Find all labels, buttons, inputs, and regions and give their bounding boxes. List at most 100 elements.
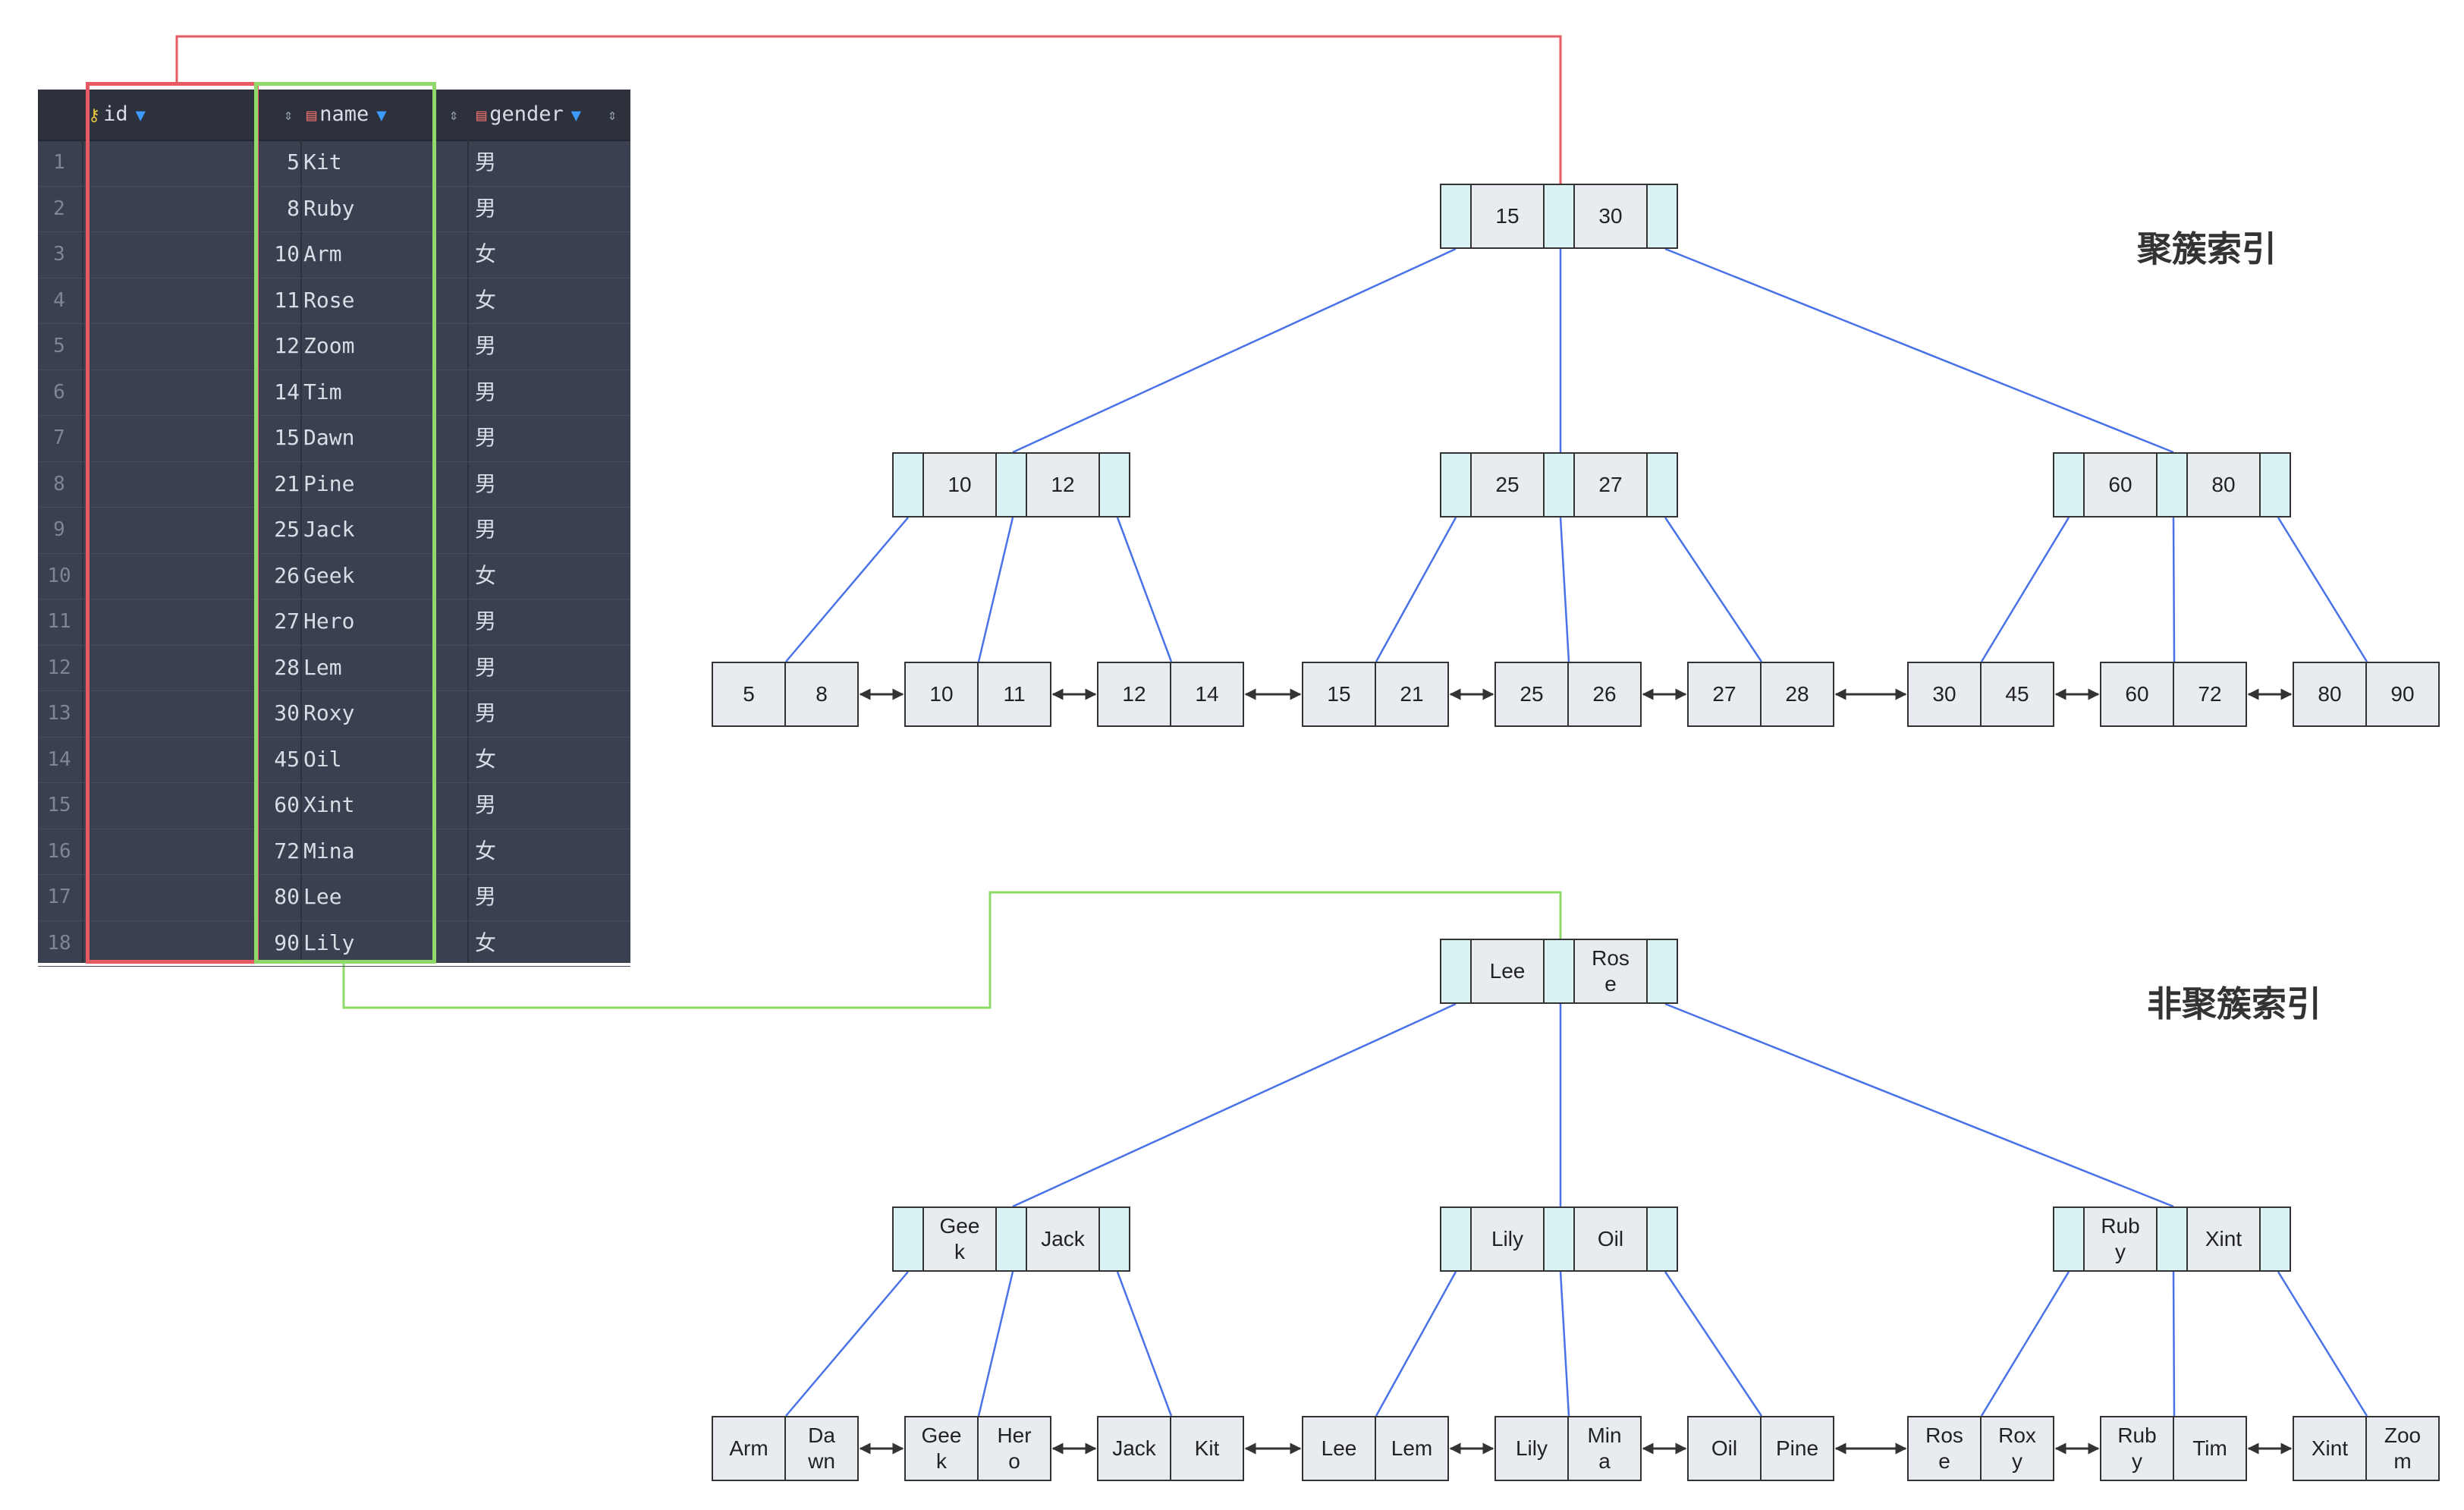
leaf-key-cell: Arm (712, 1416, 786, 1481)
leaf-key-cell: Rox y (1980, 1416, 2054, 1481)
cell-gender: 女 (475, 287, 497, 313)
cell-gender: 女 (475, 562, 497, 588)
cell-gender: 男 (475, 333, 497, 358)
tree-edge (2277, 517, 2368, 662)
row-number: 6 (53, 380, 65, 404)
cell-name: Roxy (303, 700, 355, 725)
filter-icon[interactable]: ▼ (570, 106, 582, 125)
pointer-cell (2259, 452, 2291, 517)
column-header-gender[interactable]: ▤gender▼⇕ (476, 90, 617, 140)
column-divider (300, 90, 302, 963)
cell-gender: 男 (475, 425, 497, 450)
row-number: 7 (53, 426, 65, 449)
sort-icon[interactable]: ⇕ (448, 105, 458, 124)
cell-gender: 男 (475, 517, 497, 542)
leaf-key-cell: Gee k (904, 1416, 979, 1481)
tree-edge (977, 1271, 1014, 1417)
pointer-cell (2156, 1206, 2188, 1272)
cell-id: 26 (274, 562, 300, 588)
cell-name: Lee (303, 884, 342, 909)
tree-edge (1012, 1002, 1457, 1208)
sort-icon[interactable]: ⇕ (607, 105, 617, 124)
cell-name: Xint (303, 792, 355, 817)
cell-id: 60 (274, 792, 300, 817)
cell-id: 80 (274, 884, 300, 909)
row-number: 5 (53, 335, 65, 357)
tree-edge (1980, 1271, 2070, 1417)
leaf-key-cell: 12 (1097, 662, 1171, 727)
pointer-cell (1440, 452, 1472, 517)
column-header-id[interactable]: ⚷id▼⇕ (88, 90, 293, 140)
leaf-key-cell: 30 (1907, 662, 1982, 727)
cell-name: Geek (303, 562, 355, 588)
key-cell: Xint (2186, 1206, 2261, 1272)
tree-edge (1116, 1271, 1173, 1417)
tree-edge (2277, 1271, 2368, 1417)
sort-icon[interactable]: ⇕ (283, 105, 293, 124)
cell-name: Arm (303, 241, 342, 266)
column-divider (467, 90, 469, 963)
cell-id: 27 (274, 609, 300, 634)
leaf-key-cell: Xint (2293, 1416, 2367, 1481)
filter-icon[interactable]: ▼ (376, 106, 387, 125)
leaf-key-cell: Zoo m (2365, 1416, 2440, 1481)
leaf-key-cell: Kit (1170, 1416, 1244, 1481)
cell-name: Lily (303, 930, 355, 955)
leaf-key-cell: 14 (1170, 662, 1244, 727)
key-cell: Gee k (922, 1206, 997, 1272)
filter-icon[interactable]: ▼ (135, 106, 146, 125)
name-column-highlight (254, 82, 436, 964)
row-number: 18 (47, 931, 71, 955)
row-number: 13 (47, 702, 71, 725)
leaf-key-cell: Ros e (1907, 1416, 1982, 1481)
tree-edge (1012, 247, 1457, 454)
row-number: 3 (53, 243, 65, 266)
cell-gender: 男 (475, 470, 497, 496)
pointer-cell (995, 1206, 1027, 1272)
clustered-index-title: 聚簇索引 (2137, 228, 2277, 269)
cell-name: Kit (303, 149, 342, 175)
leaf-key-cell: 90 (2365, 662, 2440, 727)
cell-id: 28 (274, 654, 300, 680)
leaf-key-cell: 26 (1567, 662, 1642, 727)
cell-name: Zoom (303, 333, 355, 358)
cell-name: Pine (303, 470, 355, 496)
cell-id: 72 (274, 838, 300, 864)
cell-id: 8 (287, 195, 300, 221)
tree-edge (785, 1271, 909, 1417)
row-number: 10 (47, 564, 71, 587)
pointer-cell (995, 452, 1027, 517)
tree-edge (1664, 247, 2174, 454)
key-cell: 30 (1573, 184, 1648, 249)
column-header-name[interactable]: ▤name▼⇕ (306, 90, 458, 140)
key-cell: Ros e (1573, 939, 1648, 1004)
leaf-key-cell: 21 (1375, 662, 1449, 727)
